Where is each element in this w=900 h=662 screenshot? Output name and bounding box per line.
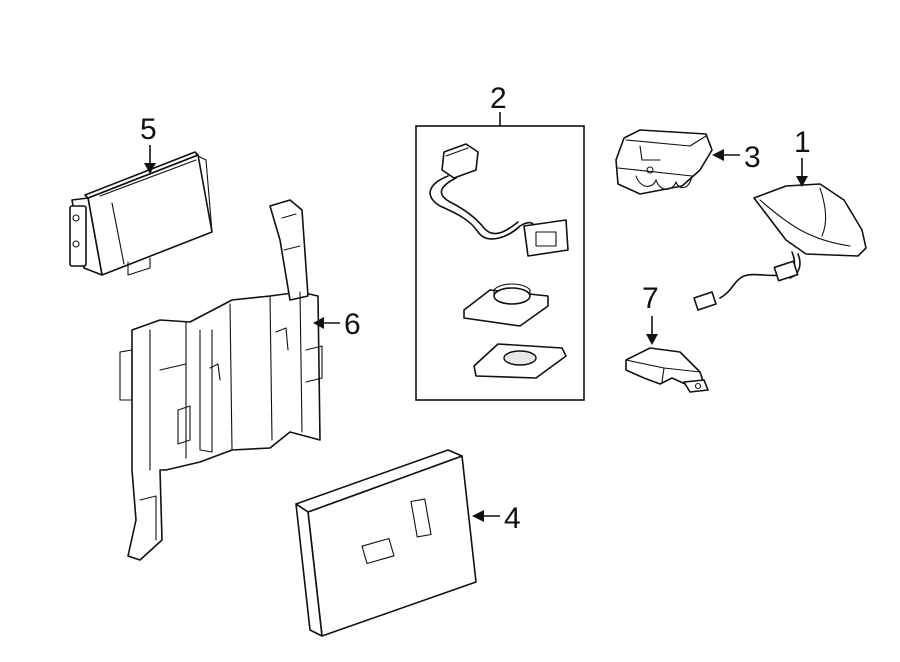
part-5-control-module (69, 151, 213, 276)
part-7-module (625, 347, 709, 393)
arrow-5 (144, 163, 156, 174)
arrow-7 (646, 334, 658, 345)
part-2-mount-pad-lower (473, 343, 567, 379)
arrow-6 (313, 317, 324, 329)
part-2-kit-frame (415, 112, 585, 401)
arrow-3 (712, 149, 724, 161)
part-3-sensor (615, 129, 713, 195)
callout-3: 3 (744, 141, 761, 174)
part-6-bracket (119, 199, 323, 561)
callout-4: 4 (504, 502, 521, 535)
part-4-module-box (295, 449, 477, 637)
callout-7: 7 (642, 282, 659, 315)
part-2-mount-pad-upper (463, 283, 549, 327)
part-2-wire-harness (429, 143, 569, 257)
callout-1: 1 (794, 126, 811, 159)
part-1-antenna (693, 183, 867, 311)
callout-2: 2 (490, 82, 507, 115)
arrow-4 (472, 510, 484, 522)
callout-6: 6 (344, 308, 361, 341)
arrow-1 (796, 176, 808, 187)
callout-5: 5 (140, 113, 157, 146)
